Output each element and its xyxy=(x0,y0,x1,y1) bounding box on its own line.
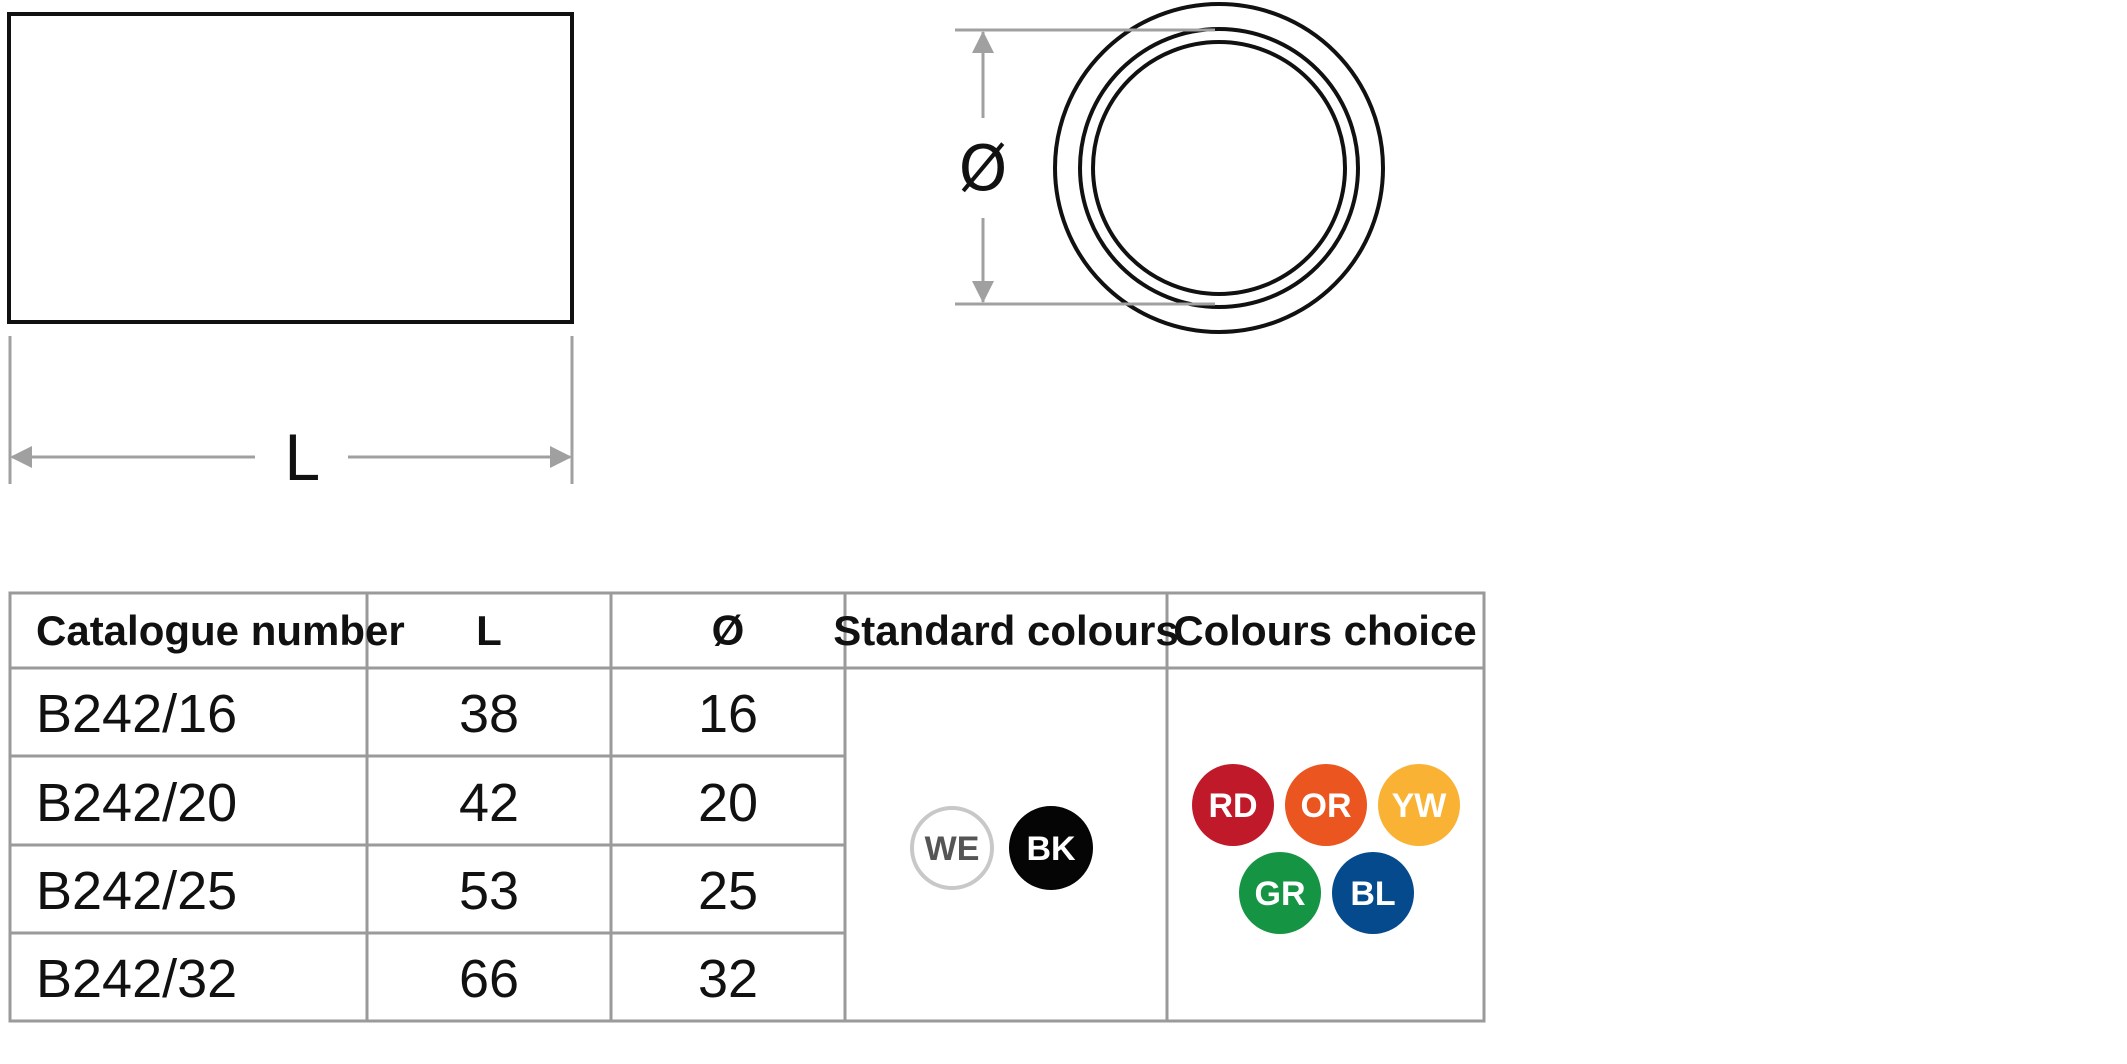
cell-catalogue: B242/25 xyxy=(36,861,237,921)
cell-diameter: 20 xyxy=(698,773,758,833)
cell-catalogue: B242/16 xyxy=(36,684,237,744)
svg-text:BK: BK xyxy=(1026,830,1076,868)
cell-length: 53 xyxy=(459,861,519,921)
length-dimension: L xyxy=(8,336,574,495)
cell-diameter: 25 xyxy=(698,861,758,921)
colour-badge-black: BK xyxy=(1009,806,1093,890)
cell-length: 42 xyxy=(459,773,519,833)
svg-text:OR: OR xyxy=(1301,787,1352,825)
outer-ring xyxy=(1053,2,1385,334)
arrowhead-left-icon xyxy=(10,446,32,468)
length-label: L xyxy=(284,422,319,495)
colours-choice-group: RD OR YW GR BL xyxy=(1192,764,1460,934)
side-view-outline xyxy=(7,12,574,324)
standard-colours-group: WE BK xyxy=(910,806,1093,890)
header-standard-colours: Standard colours xyxy=(833,607,1178,654)
header-colours-choice: Colours choice xyxy=(1173,607,1476,654)
cell-length: 66 xyxy=(459,949,519,1009)
header-length: L xyxy=(476,607,502,654)
header-catalogue-number: Catalogue number xyxy=(36,607,405,654)
colour-badge-blue: BL xyxy=(1332,852,1414,934)
cell-diameter: 32 xyxy=(698,949,758,1009)
arrowhead-right-icon xyxy=(550,446,572,468)
svg-text:YW: YW xyxy=(1392,787,1448,825)
svg-text:WE: WE xyxy=(925,830,980,868)
colour-badge-red: RD xyxy=(1192,764,1274,846)
diameter-dimension: Ø xyxy=(955,28,1215,306)
header-diameter: Ø xyxy=(712,607,745,654)
colour-badge-white: WE xyxy=(910,806,994,890)
table-border xyxy=(8,591,1486,1023)
spec-table: Catalogue number L Ø Standard colours Co… xyxy=(8,591,1486,1023)
cell-catalogue: B242/32 xyxy=(36,949,237,1009)
svg-text:GR: GR xyxy=(1255,875,1306,913)
colour-badge-green: GR xyxy=(1239,852,1321,934)
end-view xyxy=(1053,2,1385,334)
arrowhead-up-icon xyxy=(972,31,994,53)
diameter-label: Ø xyxy=(959,132,1008,205)
cell-catalogue: B242/20 xyxy=(36,773,237,833)
cell-length: 38 xyxy=(459,684,519,744)
colour-badge-orange: OR xyxy=(1285,764,1367,846)
inner-ring xyxy=(1091,40,1347,296)
middle-ring xyxy=(1078,27,1360,309)
cell-diameter: 16 xyxy=(698,684,758,744)
arrowhead-down-icon xyxy=(972,281,994,303)
colour-badge-yellow: YW xyxy=(1378,764,1460,846)
svg-text:RD: RD xyxy=(1208,787,1257,825)
svg-text:BL: BL xyxy=(1350,875,1395,913)
